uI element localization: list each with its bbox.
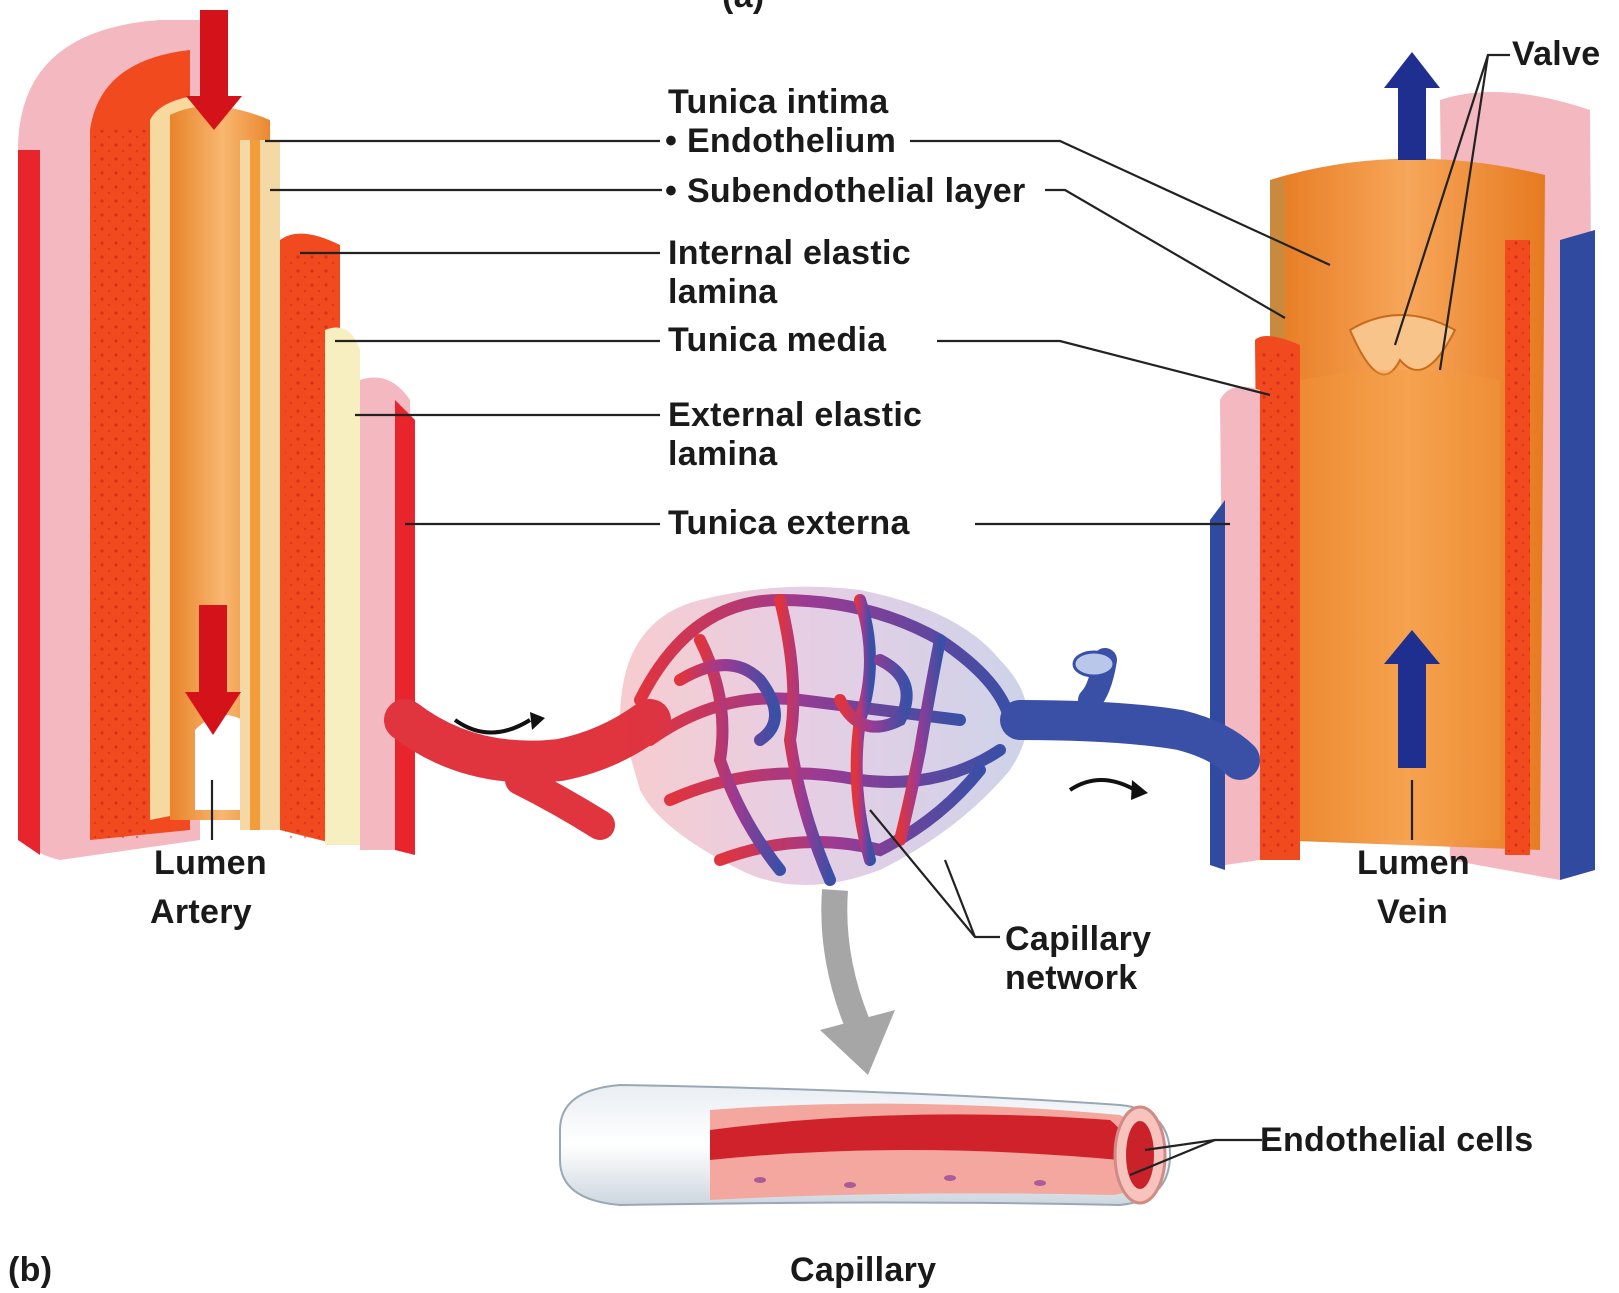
capillary-tube-illustration [560,1085,1170,1205]
part-label-a: (a) [722,0,764,16]
label-capillary: Capillary [790,1250,936,1290]
label-endothelial-cells: Endothelial cells [1260,1120,1533,1160]
label-internal-elastic-lamina-line1: Internal elastic [668,233,911,273]
label-tunica-externa: Tunica externa [668,503,910,543]
label-artery-lumen: Lumen [154,843,267,883]
label-endothelium: • Endothelium [665,121,896,161]
label-external-elastic-lamina-line1: External elastic [668,395,922,435]
artery-illustration [18,20,415,860]
capillary-network-illustration [405,587,1240,885]
label-tunica-intima: Tunica intima [668,82,889,122]
label-vein: Vein [1377,892,1448,932]
part-label-b: (b) [8,1250,52,1290]
label-vein-lumen: Lumen [1357,843,1470,883]
label-capillary-network-line2: network [1005,958,1137,998]
label-external-elastic-lamina-line2: lamina [668,434,778,474]
label-capillary-network-line1: Capillary [1005,919,1151,959]
label-valve: Valve [1512,34,1600,74]
label-subendothelial-layer: • Subendothelial layer [665,171,1025,211]
label-tunica-media: Tunica media [668,320,886,360]
label-artery: Artery [150,892,252,932]
label-internal-elastic-lamina-line2: lamina [668,272,778,312]
zoom-arrow [820,890,895,1075]
